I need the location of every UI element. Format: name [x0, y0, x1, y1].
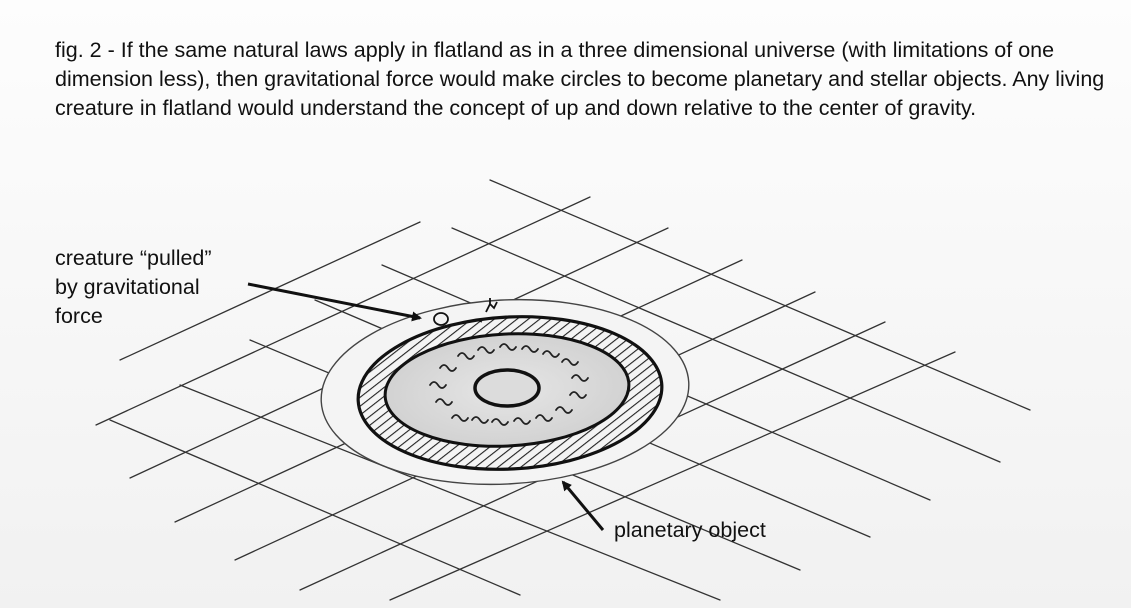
planetary-object: [356, 315, 664, 471]
creature-label-line-1: creature “pulled”: [55, 246, 212, 270]
creatures: [433, 298, 498, 326]
surface-squiggles: [429, 343, 589, 426]
creature-arrow: [247, 282, 422, 322]
planet-arrow: [561, 480, 605, 531]
grid-line: [389, 351, 956, 601]
grid-line: [489, 179, 1031, 411]
creature-round: [433, 312, 449, 326]
grid-line: [179, 384, 721, 601]
grid-line: [95, 196, 591, 426]
grid-line: [109, 419, 521, 596]
planetary-object-label: planetary object: [614, 518, 766, 542]
creature-label-line-3: force: [55, 304, 103, 328]
grid-line: [451, 227, 1001, 463]
creature-label-line-2: by gravitational: [55, 275, 200, 299]
creature-label: creature “pulled” by gravitational force: [55, 244, 255, 331]
planet-core: [473, 368, 541, 408]
figure-caption: fig. 2 - If the same natural laws apply …: [55, 38, 1105, 120]
creature-figure: [485, 298, 498, 313]
grid-line: [119, 221, 421, 361]
